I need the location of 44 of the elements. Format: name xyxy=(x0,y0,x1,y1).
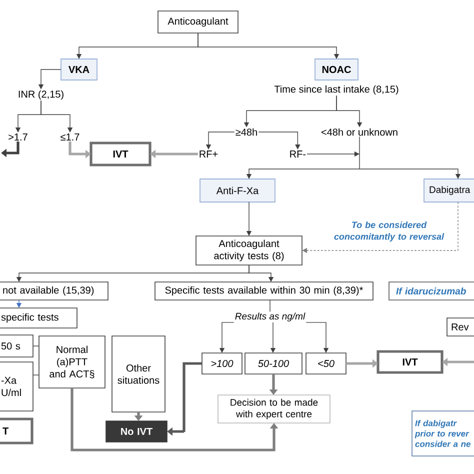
arrow xyxy=(302,202,458,254)
connector-line xyxy=(32,374,40,376)
category-box: Dabigatra xyxy=(424,178,474,202)
process-box: 50 s xyxy=(0,334,34,358)
arrow xyxy=(167,362,202,436)
outcome-box: T xyxy=(0,418,34,444)
flow-label: ≤1.7 xyxy=(60,134,80,140)
flow-label: ≥48h xyxy=(236,128,257,136)
process-box: specific tests xyxy=(0,308,78,328)
process-box: Anticoagulant activity tests (8) xyxy=(196,236,302,266)
process-box: 50-100 xyxy=(244,352,302,374)
process-box: Anticoagulant xyxy=(158,10,238,34)
arrow xyxy=(248,264,274,282)
note-box: If dabigatr prior to rever consider a ne xyxy=(412,410,474,456)
flow-label: INR (2,15) xyxy=(18,90,64,100)
arrow xyxy=(198,32,340,59)
outcome-box: IVT xyxy=(90,142,152,166)
process-box: Rev xyxy=(446,318,474,336)
arrow xyxy=(306,322,329,353)
arrow xyxy=(1,141,20,158)
category-box: Anti-F-Xa xyxy=(200,178,276,202)
note-box: If idarucizumab xyxy=(388,282,474,300)
process-box: -Xa U/ml xyxy=(0,362,34,412)
flow-label: RF- xyxy=(290,150,306,158)
process-box: Specific tests available within 30 min (8,39)* xyxy=(154,282,374,300)
flow-label: Time since last intake (8,15) xyxy=(274,85,398,95)
category-box: VKA xyxy=(60,58,98,80)
process-box: not available (15,39) xyxy=(0,282,108,300)
edge-label: To be considered concomitantly to reversal xyxy=(332,220,446,243)
flow-label: Results as ng/ml xyxy=(235,312,306,322)
connector-line xyxy=(359,154,360,170)
category-box: NOAC xyxy=(314,58,358,80)
outcome-box: IVT xyxy=(376,350,444,374)
flow-label: >1.7 xyxy=(8,134,28,140)
outcome-box: No IVT xyxy=(106,420,168,442)
flow-label: RF+ xyxy=(200,150,218,158)
process-box: Other situations xyxy=(112,336,166,412)
connector-line xyxy=(359,136,360,154)
process-box: Decision to be made with expert centre xyxy=(218,394,330,424)
flow-label: <48h or unknown xyxy=(322,128,398,136)
process-box: <50 xyxy=(306,352,346,374)
arrow xyxy=(359,168,461,179)
process-box: Normal (a)PTT and ACT§ xyxy=(38,336,106,388)
process-box: >100 xyxy=(202,352,242,374)
